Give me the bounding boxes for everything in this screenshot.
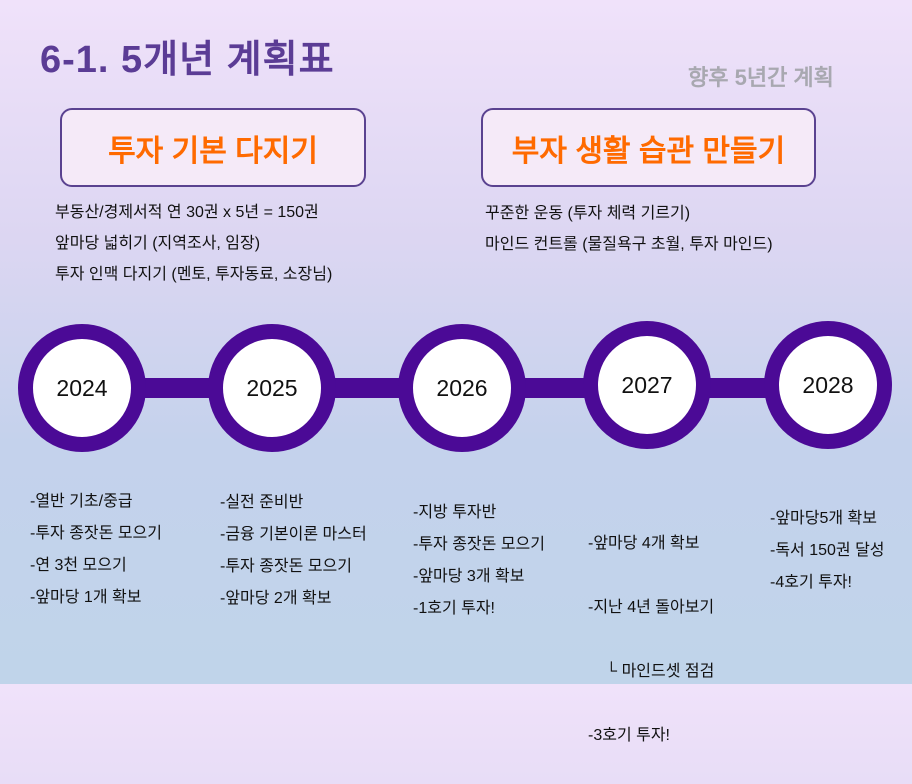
list-item: -4호기 투자!: [770, 574, 852, 591]
list-item: 꾸준한 운동 (투자 체력 기르기): [485, 205, 691, 222]
goal-box-rich-habits: 부자 생활 습관 만들기: [481, 108, 816, 187]
plan-2024: -열반 기초/중급 -투자 종잣돈 모으기 -연 3천 모으기 -앞마당 1개 …: [30, 486, 162, 614]
right-goal-list: 꾸준한 운동 (투자 체력 기르기) 마인드 컨트롤 (물질욕구 초월, 투자 …: [485, 198, 773, 260]
year-circle-2028: 2028: [764, 321, 892, 449]
list-item: -3호기 투자!: [588, 727, 670, 744]
list-item: -투자 종잣돈 모으기: [413, 536, 545, 553]
list-item: └ 마인드셋 점검: [588, 663, 715, 680]
page-title: 6-1. 5개년 계획표: [40, 39, 335, 81]
list-item: -지방 투자반: [413, 504, 497, 521]
list-item: -독서 150권 달성: [770, 542, 885, 559]
list-item: -열반 기초/중급: [30, 493, 133, 510]
goal-box-investment-basics: 투자 기본 다지기: [60, 108, 366, 187]
list-item: 마인드 컨트롤 (물질욕구 초월, 투자 마인드): [485, 236, 773, 253]
list-item: -1호기 투자!: [413, 600, 495, 617]
plan-2028: -앞마당5개 확보 -독서 150권 달성 -4호기 투자!: [770, 503, 885, 599]
left-goal-list: 부동산/경제서적 연 30권 x 5년 = 150권 앞마당 넓히기 (지역조사…: [55, 197, 332, 290]
plan-2027: -앞마당 4개 확보 -지난 4년 돌아보기 └ 마인드셋 점검 -3호기 투자…: [588, 496, 714, 784]
list-item: 앞마당 넓히기 (지역조사, 임장): [55, 235, 261, 252]
list-item: -금융 기본이론 마스터: [220, 526, 367, 543]
list-item: -앞마당5개 확보: [770, 510, 877, 527]
list-item: -실전 준비반: [220, 494, 304, 511]
list-item: -앞마당 4개 확보: [588, 535, 700, 552]
year-circle-2026: 2026: [398, 324, 526, 452]
list-item: -지난 4년 돌아보기: [588, 599, 715, 616]
page-subtitle: 향후 5년간 계획: [688, 65, 834, 90]
year-circle-2025: 2025: [208, 324, 336, 452]
year-circle-2027: 2027: [583, 321, 711, 449]
list-item: -앞마당 2개 확보: [220, 590, 332, 607]
plan-2026: -지방 투자반 -투자 종잣돈 모으기 -앞마당 3개 확보 -1호기 투자!: [413, 497, 545, 625]
list-item: 투자 인맥 다지기 (멘토, 투자동료, 소장님): [55, 266, 333, 283]
list-item: -투자 종잣돈 모으기: [30, 525, 162, 542]
list-item: -연 3천 모으기: [30, 557, 127, 574]
list-item: 부동산/경제서적 연 30권 x 5년 = 150권: [55, 204, 319, 221]
list-item: -투자 종잣돈 모으기: [220, 558, 352, 575]
year-circle-2024: 2024: [18, 324, 146, 452]
plan-2025: -실전 준비반 -금융 기본이론 마스터 -투자 종잣돈 모으기 -앞마당 2개…: [220, 487, 367, 615]
list-item: -앞마당 3개 확보: [413, 568, 525, 585]
list-item: -앞마당 1개 확보: [30, 589, 142, 606]
